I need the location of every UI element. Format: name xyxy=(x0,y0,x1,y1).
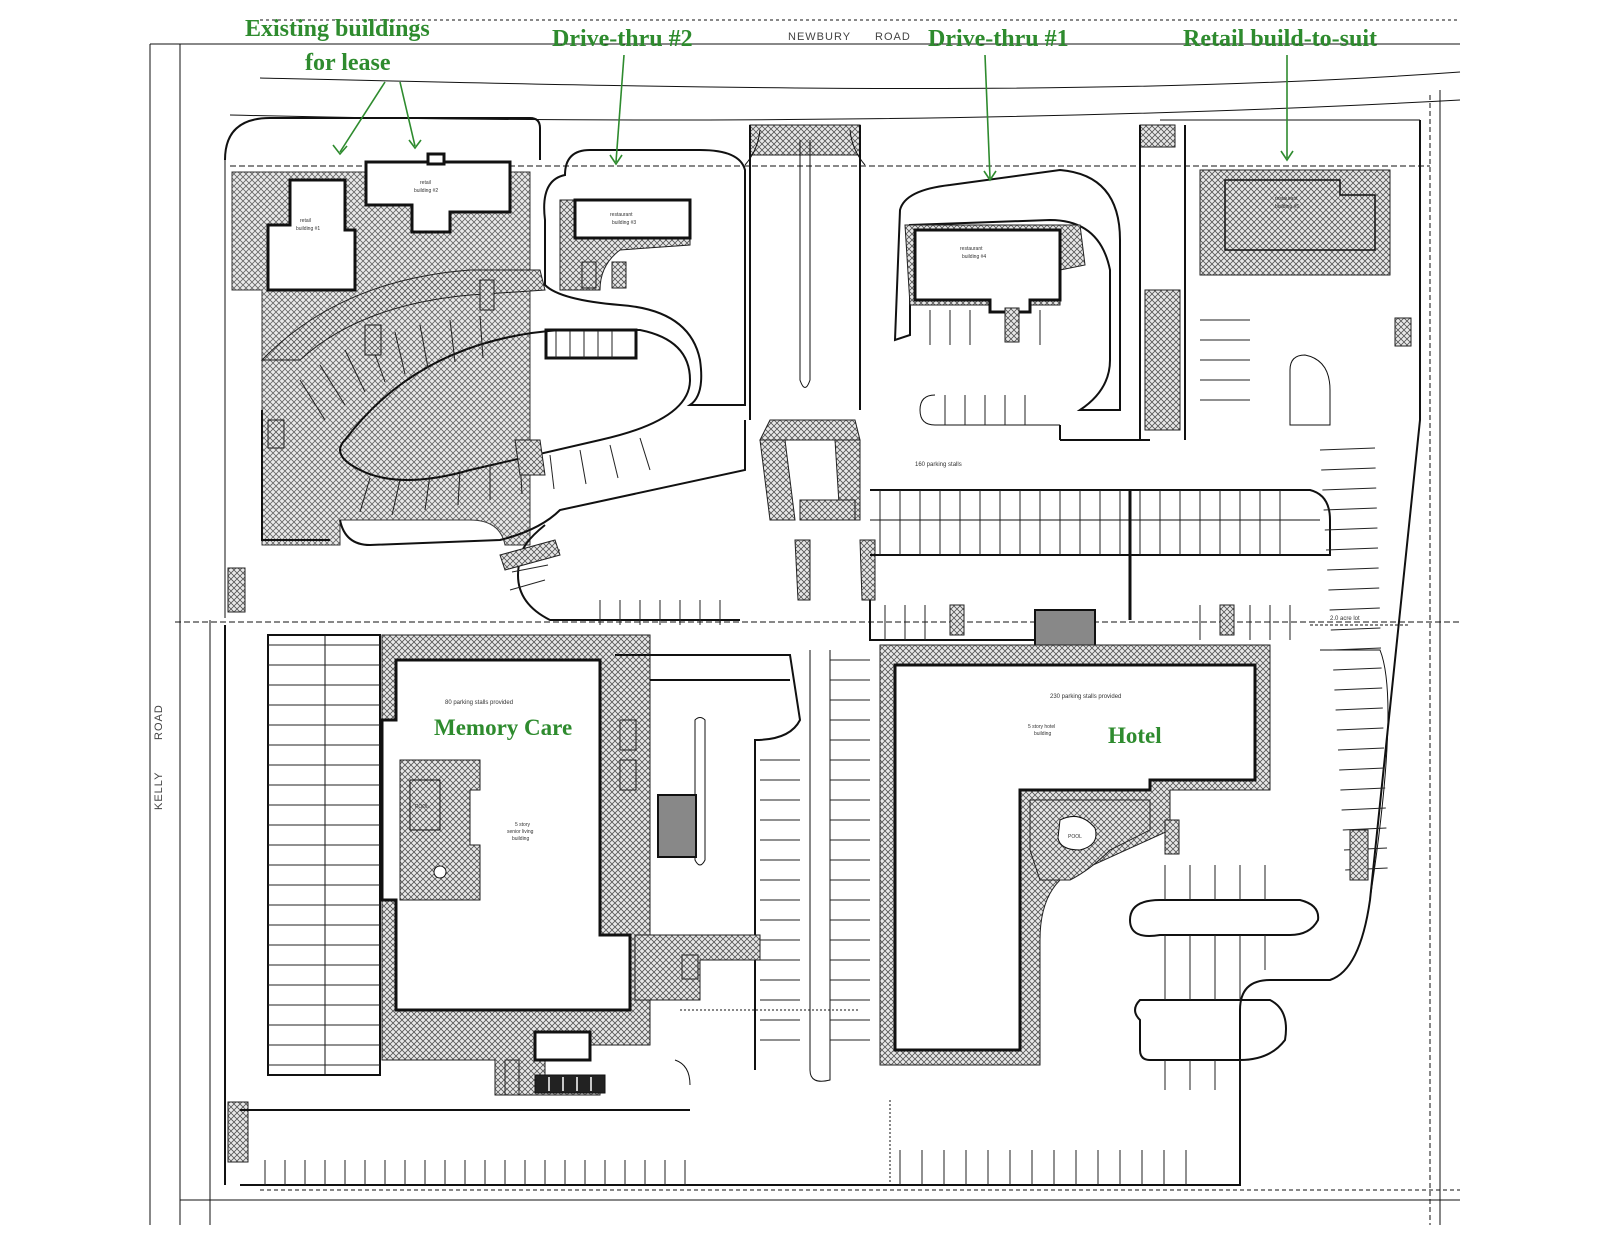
svg-text:for lease: for lease xyxy=(305,50,391,76)
svg-text:building: building xyxy=(512,836,529,842)
southeast-parking xyxy=(1128,447,1389,1090)
parking-stall-line xyxy=(1319,447,1376,451)
svg-text:senior living: senior living xyxy=(507,829,534,835)
svg-text:building #1: building #1 xyxy=(296,226,320,232)
parking-stall-line xyxy=(1324,527,1378,531)
parking-stall-line xyxy=(1333,667,1382,671)
parking-stall-line xyxy=(1339,767,1385,771)
parking-stall-line xyxy=(1336,727,1384,731)
service-drive xyxy=(615,650,870,1082)
parking-stall-line xyxy=(1330,627,1381,631)
memory-care-building xyxy=(380,658,632,1012)
parking-stall-line xyxy=(1341,807,1386,811)
hotel-pool-label: POOL xyxy=(1068,834,1082,840)
hotel-north-parking: 2.0 acre lot xyxy=(869,600,1410,653)
acre-lot-label: 2.0 acre lot xyxy=(1330,616,1360,622)
svg-text:ROAD: ROAD xyxy=(153,704,165,740)
svg-text:restaurant: restaurant xyxy=(610,212,633,218)
memory-care-area: POOL 80 parking stalls provided 5 story … xyxy=(380,634,651,1096)
callout-hotel: Hotel xyxy=(1108,723,1162,748)
south-parking-row xyxy=(240,1059,1187,1185)
svg-text:5 story: 5 story xyxy=(515,822,531,828)
svg-text:restaurant: restaurant xyxy=(1275,196,1298,202)
svg-text:Drive-thru #2: Drive-thru #2 xyxy=(552,26,693,52)
parking-stall-line xyxy=(1328,587,1380,591)
parking-stall-line xyxy=(1329,607,1380,611)
memory-care-parking-label: 80 parking stalls provided xyxy=(445,700,513,706)
svg-text:ROAD: ROAD xyxy=(875,31,911,43)
svg-text:building #3: building #3 xyxy=(612,220,636,226)
hotel-building xyxy=(893,663,1257,1052)
svg-text:5 story hotel: 5 story hotel xyxy=(1028,724,1055,730)
newbury-road-label: NEWBURY ROAD xyxy=(788,31,911,43)
svg-text:building #4: building #4 xyxy=(962,254,986,260)
parking-stall-line xyxy=(1325,547,1379,551)
svg-text:building #5: building #5 xyxy=(1275,204,1299,210)
parking-stall-line xyxy=(1331,647,1382,651)
callout-existing-buildings: Existing buildings for lease xyxy=(245,16,430,156)
parking-stall-line xyxy=(1335,707,1383,711)
west-parking xyxy=(224,625,381,1185)
parking-stall-line xyxy=(1340,787,1386,791)
existing-retail-cluster: retail building #1 retail building #2 xyxy=(231,152,531,546)
center-parking-row: 160 parking stalls xyxy=(870,462,1331,620)
svg-text:restaurant: restaurant xyxy=(960,246,983,252)
callout-retail-build-to-suit: Retail build-to-suit xyxy=(1183,26,1377,162)
svg-text:Memory Care: Memory Care xyxy=(434,715,572,740)
memory-care-pool-label: POOL xyxy=(415,804,429,810)
callout-drive-thru-2: Drive-thru #2 xyxy=(552,26,693,166)
retail-build-to-suit: restaurant building #5 xyxy=(1139,124,1412,440)
svg-text:Hotel: Hotel xyxy=(1108,723,1162,748)
svg-text:Retail build-to-suit: Retail build-to-suit xyxy=(1183,26,1377,52)
kelly-road-label: KELLY ROAD xyxy=(153,704,165,810)
restaurant-building-dt2 xyxy=(573,198,692,240)
callout-memory-care: Memory Care xyxy=(434,715,572,740)
parking-stall-line xyxy=(1322,487,1377,491)
parking-stall-line xyxy=(1334,687,1383,691)
svg-text:retail: retail xyxy=(300,218,311,224)
svg-text:building: building xyxy=(1034,731,1051,737)
restaurant-building-dt1 xyxy=(913,228,1062,314)
svg-text:retail: retail xyxy=(420,180,431,186)
svg-text:Existing buildings: Existing buildings xyxy=(245,16,430,42)
parking-stall-line xyxy=(1321,467,1376,471)
center-access-drive xyxy=(744,124,876,601)
memory-care-dumpster xyxy=(657,794,697,858)
svg-text:NEWBURY: NEWBURY xyxy=(788,31,851,43)
svg-text:KELLY: KELLY xyxy=(153,772,165,810)
drive-thru-1-area: restaurant building #4 xyxy=(893,168,1150,441)
hotel-parking-label: 230 parking stalls provided xyxy=(1050,694,1121,700)
svg-text:building #2: building #2 xyxy=(414,188,438,194)
parking-stalls-label: 160 parking stalls xyxy=(915,462,962,468)
svg-text:Drive-thru #1: Drive-thru #1 xyxy=(928,26,1069,52)
retail-building-1 xyxy=(266,178,357,292)
parking-stall-line xyxy=(1327,567,1379,571)
retail-building-2 xyxy=(364,160,512,234)
parking-stall-line xyxy=(1337,747,1385,751)
hotel-area: 230 parking stalls provided 5 story hote… xyxy=(879,644,1271,1066)
curved-parking-lot xyxy=(227,269,746,625)
parking-stall-line xyxy=(1323,507,1377,511)
callout-drive-thru-1: Drive-thru #1 xyxy=(928,26,1069,182)
drive-thru-2-area: restaurant building #3 xyxy=(543,149,746,406)
